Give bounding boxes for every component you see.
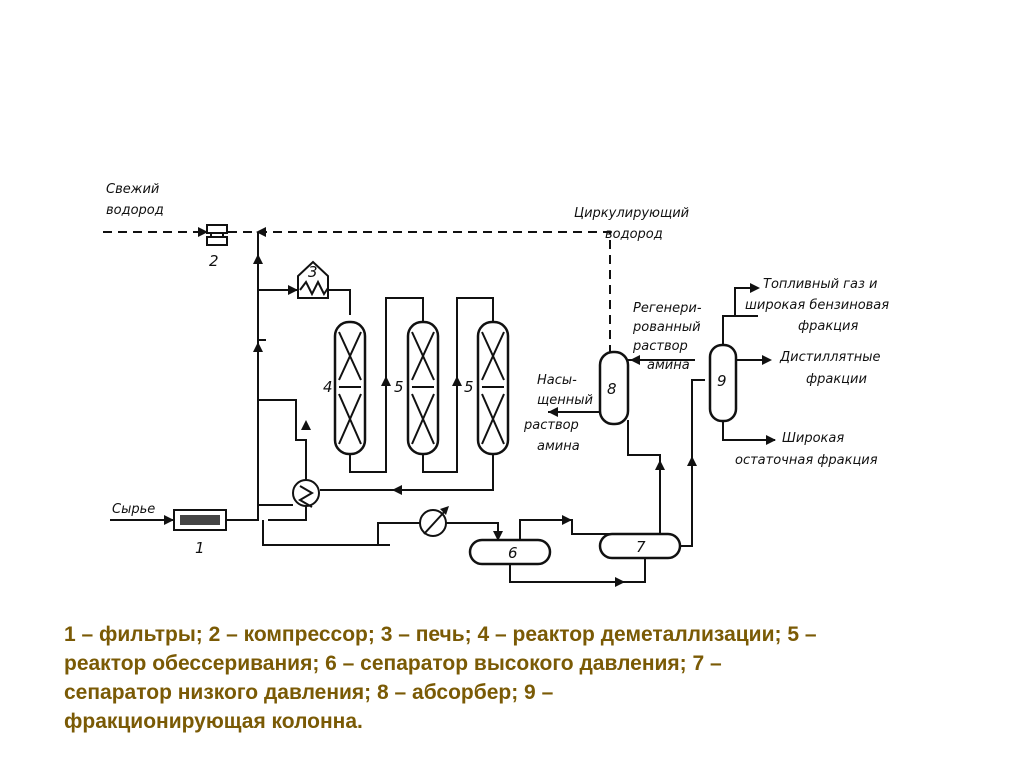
heat-exchanger <box>292 479 320 508</box>
number-reactor-desulf-b: 5 <box>464 378 474 396</box>
number-compressor: 2 <box>209 252 219 270</box>
saturated-amine-label-3: раствор <box>523 418 579 433</box>
number-lp-separator: 7 <box>636 538 646 556</box>
reactor-desulfurization-1 <box>406 320 440 456</box>
number-reactor-desulf-a: 5 <box>394 378 404 396</box>
fuel-gas-label-3: фракция <box>798 319 858 334</box>
number-hp-separator: 6 <box>508 544 518 562</box>
feed-label: Сырье <box>112 502 155 517</box>
fresh-hydrogen-label-1: Свежий <box>106 182 159 197</box>
compressor <box>206 224 228 246</box>
fuel-gas-label-2: широкая бензиновая <box>745 298 889 313</box>
reactor-demetallization <box>333 320 367 456</box>
residue-label-1: Широкая <box>782 431 844 446</box>
number-furnace: 3 <box>308 263 318 281</box>
regenerated-amine-label-4: амина <box>647 358 690 373</box>
regenerated-amine-label-3: раствор <box>632 339 688 354</box>
regenerated-amine-label-2: рованный <box>632 320 701 335</box>
number-absorber: 8 <box>607 380 617 398</box>
reactor-desulfurization-2 <box>476 320 510 456</box>
filter <box>173 509 227 531</box>
number-column: 9 <box>717 372 727 390</box>
circulating-hydrogen-label-1: Циркулирующий <box>574 206 689 221</box>
fresh-hydrogen-label-2: водород <box>106 203 164 218</box>
saturated-amine-label-4: амина <box>537 439 580 454</box>
residue-label-2: остаточная фракция <box>735 453 878 468</box>
number-filter: 1 <box>195 539 205 557</box>
distillate-label-2: фракции <box>806 372 867 387</box>
regenerated-amine-label-1: Регенери- <box>633 301 702 316</box>
number-reactor-demet: 4 <box>323 378 333 396</box>
furnace <box>297 260 329 299</box>
hydrogen-to-furnace-line <box>257 232 283 506</box>
circulating-hydrogen-label-2: водород <box>605 227 663 242</box>
fuel-gas-label-1: Топливный газ и <box>763 277 877 292</box>
circulating-hydrogen-line <box>228 231 611 355</box>
legend-caption: 1 – фильтры; 2 – компрессор; 3 – печь; 4… <box>64 623 817 733</box>
absorber <box>598 350 630 426</box>
air-cooler <box>419 506 449 537</box>
distillate-label-1: Дистиллятные <box>779 350 881 365</box>
saturated-amine-label-2: щенный <box>537 393 593 408</box>
saturated-amine-label-1: Насы- <box>537 373 577 388</box>
